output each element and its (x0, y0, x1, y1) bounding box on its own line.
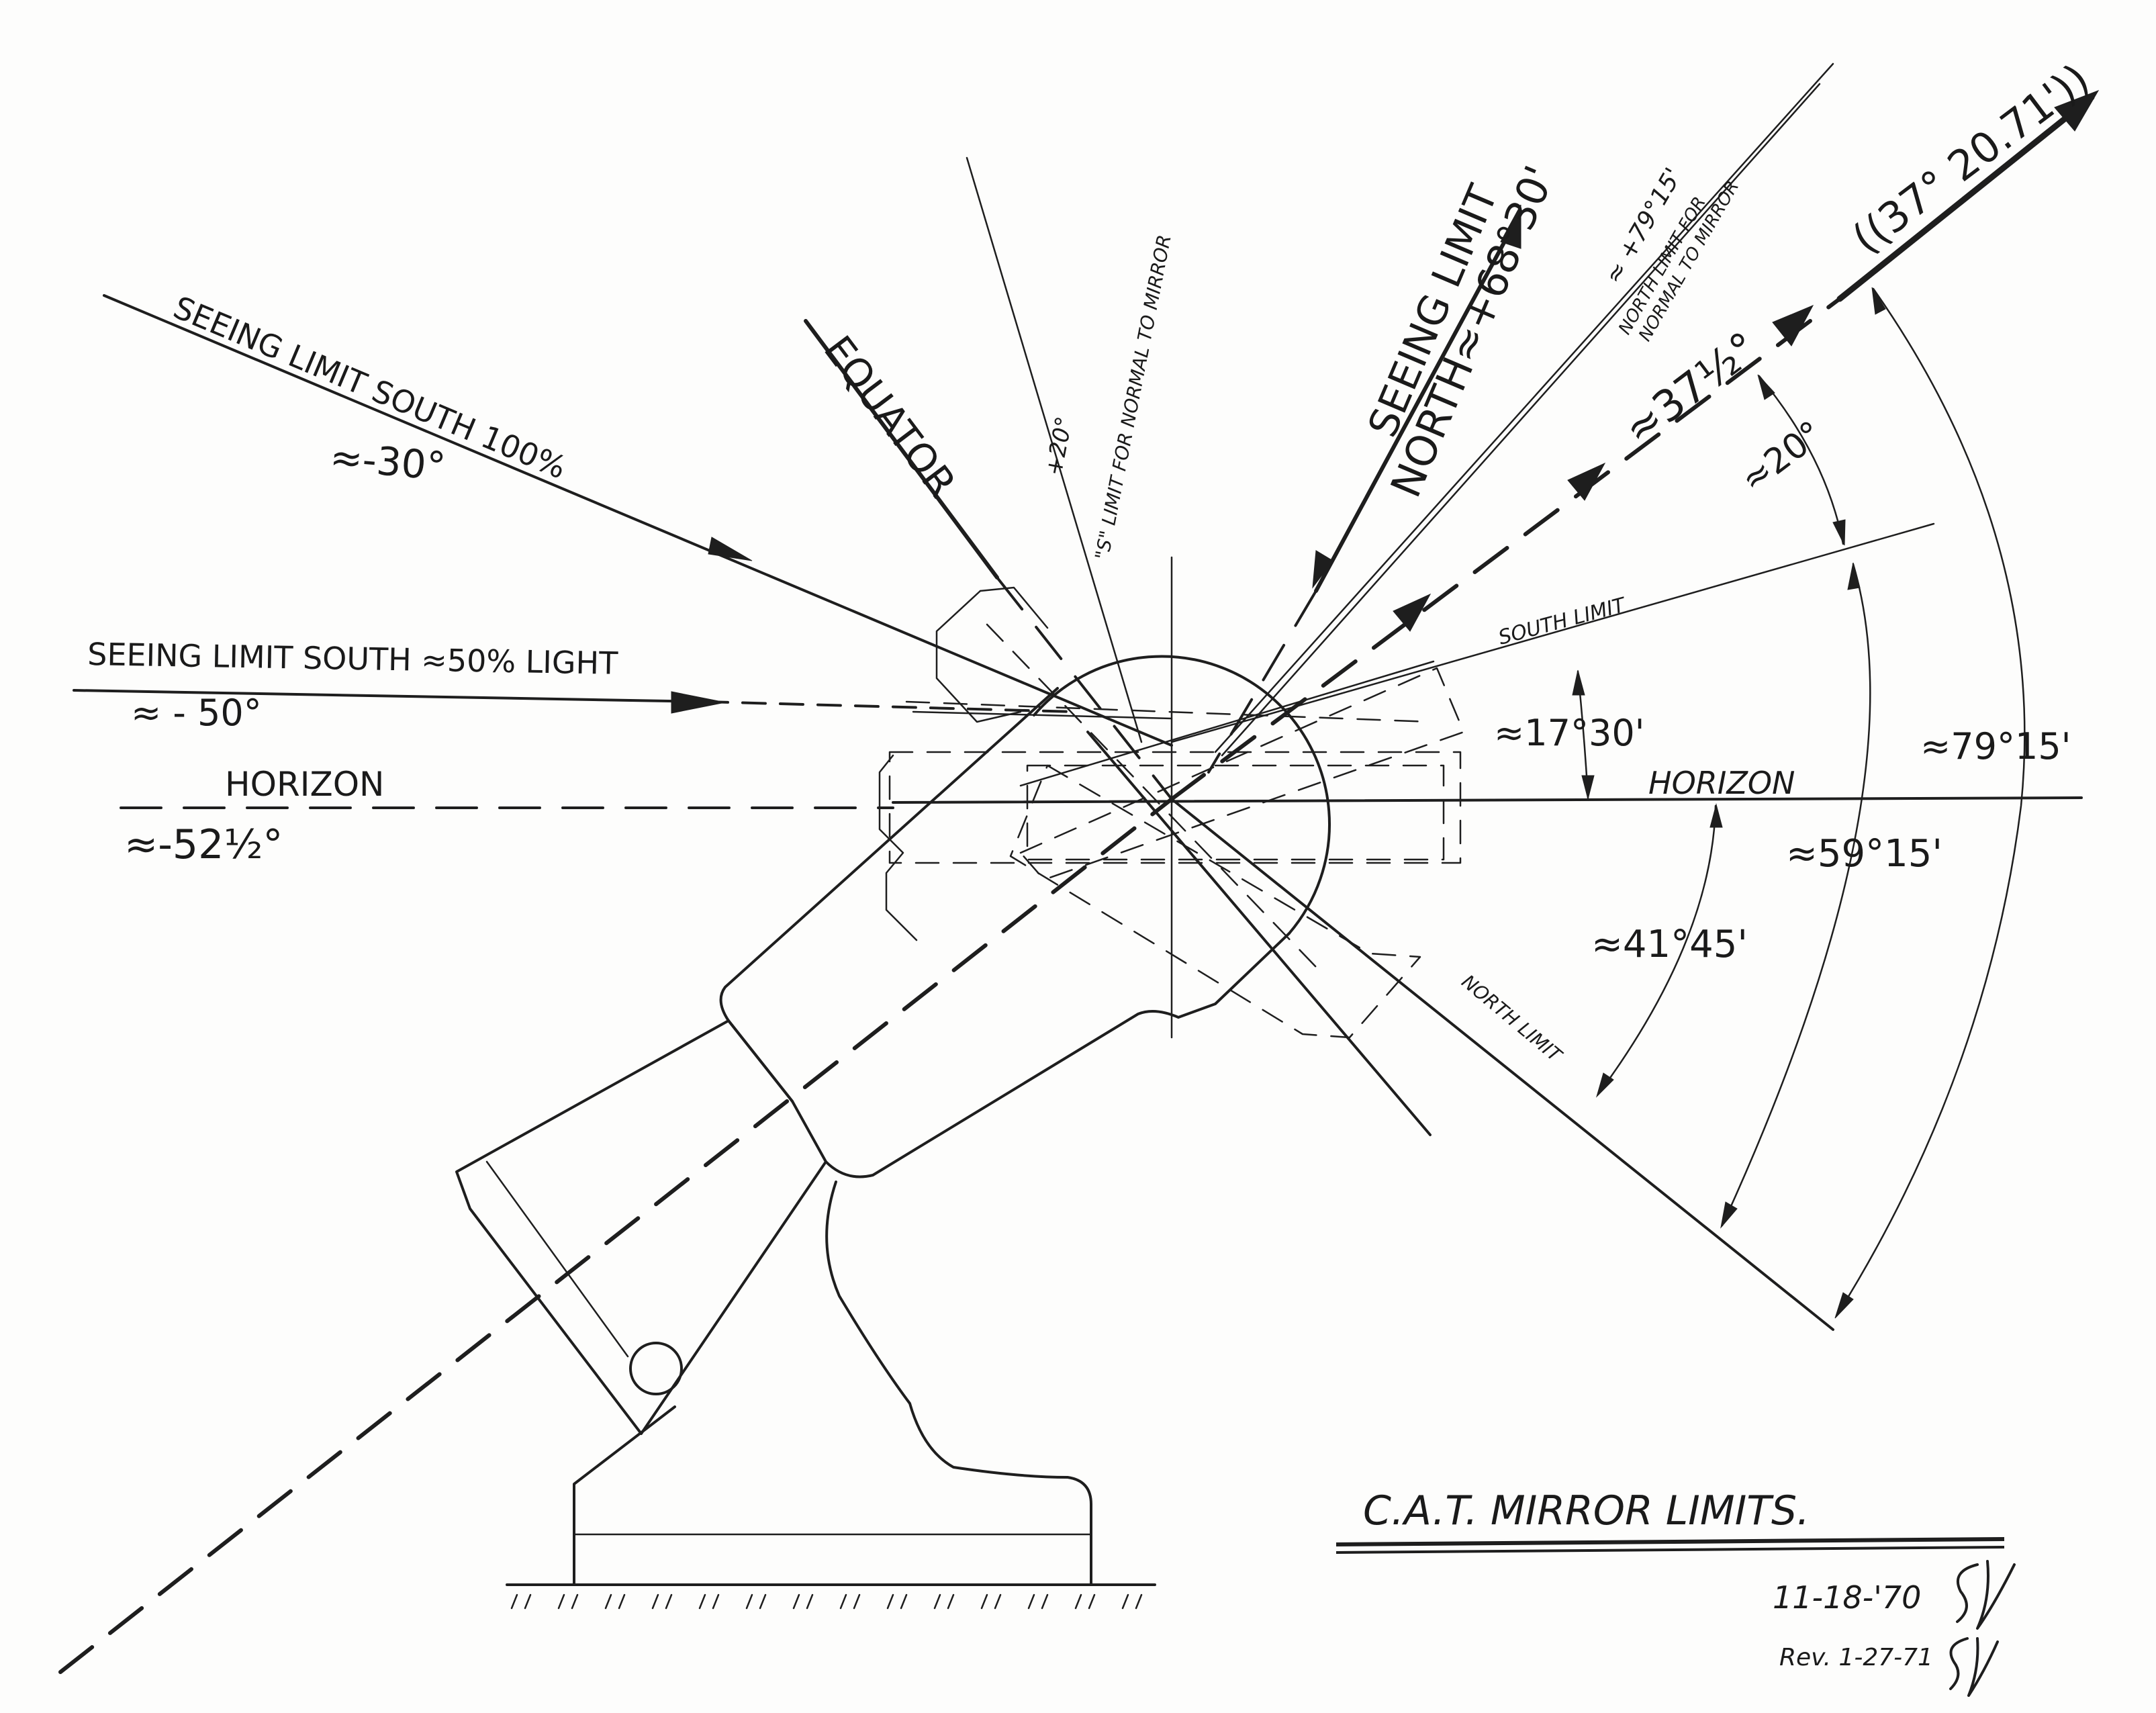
mirror-secondary-dash-2 (905, 700, 1432, 723)
tube-inner-edge (727, 1019, 794, 1103)
south-position-edge (1019, 660, 1435, 787)
arc-20-arrow-bottom (1832, 519, 1846, 546)
arc-17-30-arrow-bottom (1581, 775, 1595, 800)
seeing-limit-north-dash (1207, 590, 1317, 774)
label-south-limit: SOUTH LIMIT (1496, 593, 1630, 650)
tube-extension (455, 1019, 827, 1435)
title-underline-2 (1335, 1546, 2005, 1554)
mirror-secondary-dash-1 (986, 623, 1317, 968)
label-north-limit: NORTH LIMIT (1458, 970, 1567, 1067)
label-horizon-left-angle: ≈-52½° (124, 821, 283, 868)
arc-59-15 (1721, 563, 1871, 1227)
seeing-limit-south-50-line (73, 689, 706, 703)
drawing-revision: Rev. 1-27-71 (1779, 1644, 1933, 1671)
arc-41-45 (1597, 804, 1717, 1096)
label-seeing-limit-south-50: SEEING LIMIT SOUTH ≈50% LIGHT (87, 636, 619, 682)
south-position-rect (1019, 667, 1465, 881)
mirror-housing-circle (1033, 655, 1331, 935)
arc-41-45-arrow-top (1709, 803, 1723, 828)
initials-signature-2 (1949, 1637, 1999, 1697)
axis-midarrow-2 (1393, 593, 1432, 632)
label-axis-angle: ≈37½° (1615, 323, 1767, 455)
arc-79-15-arrow-top (1871, 287, 1886, 315)
seeing-limit-south-100-line (103, 294, 1173, 747)
label-axis-angle-exact: ((37° 20.71')) (1843, 54, 2098, 263)
exact-axis-arrow-line (1836, 94, 2095, 302)
seeing-limit-north-line (1314, 210, 1523, 593)
label-angle-79-15: ≈79°15' (1920, 725, 2071, 768)
north-limit-line (1170, 798, 1834, 1331)
telescope-tube (719, 687, 1291, 1178)
label-seeing-limit-south-100-angle: ≈-30° (328, 434, 448, 490)
mirror-ray (912, 710, 1173, 720)
horizon-line-right (892, 796, 2083, 804)
pivot-circle (629, 1342, 683, 1395)
title-underline-1 (1335, 1537, 2005, 1546)
north-limit-normal-line-1 (1214, 62, 1834, 753)
label-angle-41-45: ≈41°45' (1591, 923, 1748, 966)
label-angle-59-15: ≈59°15' (1786, 832, 1942, 876)
alt-position-octagon-upper-top (979, 586, 1049, 629)
initials-signature-1 (1956, 1560, 2016, 1630)
arc-41-45-arrow-bottom (1595, 1072, 1614, 1098)
pedestal-left (573, 1405, 676, 1586)
arc-59-15-arrow-top (1847, 562, 1861, 590)
label-equator: EQUATOR (815, 328, 966, 506)
horizon-position-rect (888, 751, 1462, 864)
exact-axis-arrowhead (2054, 90, 2100, 132)
seeing-limit-north-arrow-top (1500, 204, 1521, 249)
equator-line-dash (996, 576, 1173, 800)
seeing-limit-south-50-dash (704, 700, 1076, 713)
south-limit-line (1170, 522, 1935, 743)
arc-17-30-arrow-top (1572, 669, 1585, 696)
north-position-rect (1009, 764, 1421, 1039)
drawing-date: 11-18-'70 (1773, 1579, 1921, 1616)
seeing-limit-south-100-arrow (708, 537, 753, 561)
axis-midarrow-1 (1567, 462, 1606, 501)
arc-79-15 (1835, 287, 2026, 1317)
mirror-normal-line (1086, 731, 1432, 1136)
seeing-limit-south-50-arrow (671, 691, 726, 714)
label-horizon-left: HORIZON (225, 765, 384, 804)
seeing-limit-north-arrow-bottom (1312, 550, 1333, 589)
north-limit-normal-line-2 (1221, 83, 1821, 757)
label-horizon-right: HORIZON (1648, 765, 1795, 801)
arc-59-15-arrow-bottom (1720, 1201, 1738, 1229)
arc-20-arrow-top (1757, 374, 1775, 400)
equator-line (804, 319, 999, 580)
tube-extension-inner (485, 1160, 629, 1358)
s-limit-normal-line (966, 156, 1143, 743)
drawing-title: C.A.T. MIRROR LIMITS. (1363, 1487, 1810, 1534)
axis-arrowhead (1772, 305, 1814, 346)
telescope-axis-lower (58, 797, 1174, 1674)
ground-hatching (510, 1593, 1143, 1610)
pedestal-right (825, 1180, 1092, 1586)
label-seeing-limit-south-50-angle: ≈ - 50° (131, 692, 262, 734)
arc-79-15-arrow-bottom (1834, 1292, 1854, 1319)
alt-position-octagon-left (878, 754, 918, 941)
horizon-position-inner-rect (1026, 764, 1445, 861)
label-angle-17-30: ≈17°30' (1494, 712, 1645, 754)
label-s-limit-normal-note: "S" LIMIT FOR NORMAL TO MIRROR (1090, 233, 1175, 562)
label-angle-20: ≈20° (1734, 414, 1831, 501)
alt-position-octagon-upper (935, 590, 1022, 723)
